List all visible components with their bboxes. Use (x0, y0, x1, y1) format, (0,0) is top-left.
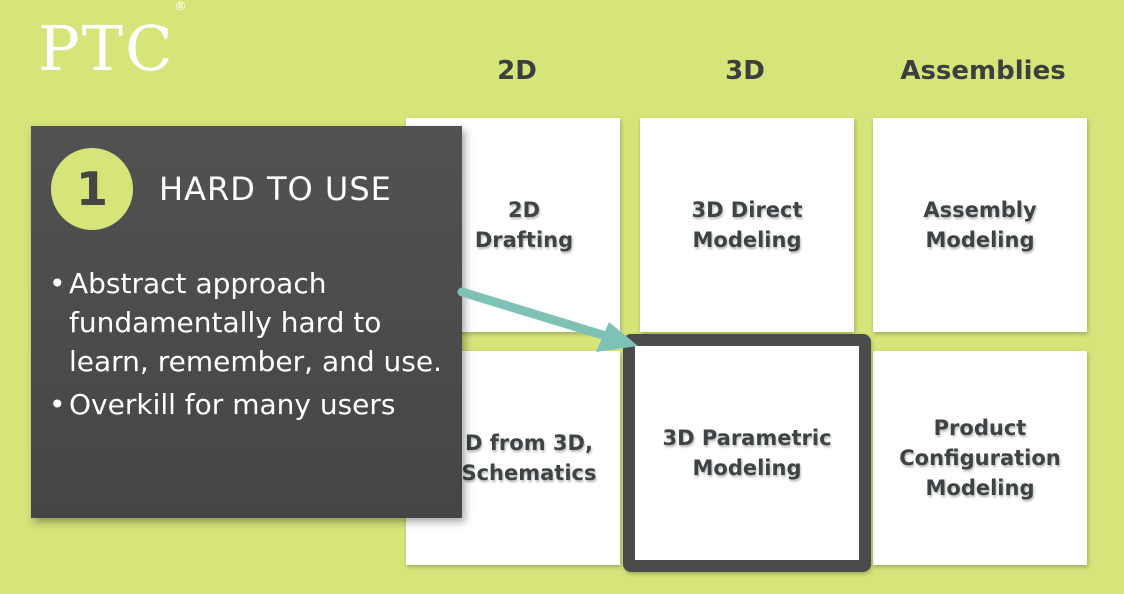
card-label: Assembly Modeling (923, 198, 1037, 252)
bullet-item: Abstract approach fundamentally hard to … (45, 264, 450, 381)
card-label: D from 3D, Schematics (461, 431, 597, 485)
number-badge: 1 (51, 148, 133, 230)
registered-mark: ® (174, 0, 187, 14)
panel-title: HARD TO USE (159, 170, 392, 208)
card-label: 3D Parametric Modeling (662, 426, 832, 480)
hard-to-use-panel: 1 HARD TO USE Abstract approach fundamen… (31, 126, 462, 518)
bullet-item: Overkill for many users (45, 385, 450, 424)
column-header-3d: 3D (725, 56, 765, 86)
card-3d-direct-modeling: 3D Direct Modeling (640, 118, 854, 332)
card-product-configuration-modeling: Product Configuration Modeling (873, 351, 1087, 565)
column-header-2d: 2D (497, 56, 537, 86)
ptc-logo: PTC® (38, 0, 187, 80)
card-label: 2D Drafting (474, 198, 574, 252)
bullet-list: Abstract approach fundamentally hard to … (45, 264, 450, 428)
card-3d-parametric-modeling: 3D Parametric Modeling (623, 334, 871, 572)
logo-text: PTC (38, 12, 175, 85)
card-assembly-modeling: Assembly Modeling (873, 118, 1087, 332)
card-label: Product Configuration Modeling (899, 416, 1061, 500)
column-header-assemblies: Assemblies (900, 56, 1066, 86)
card-label: 3D Direct Modeling (691, 198, 803, 252)
